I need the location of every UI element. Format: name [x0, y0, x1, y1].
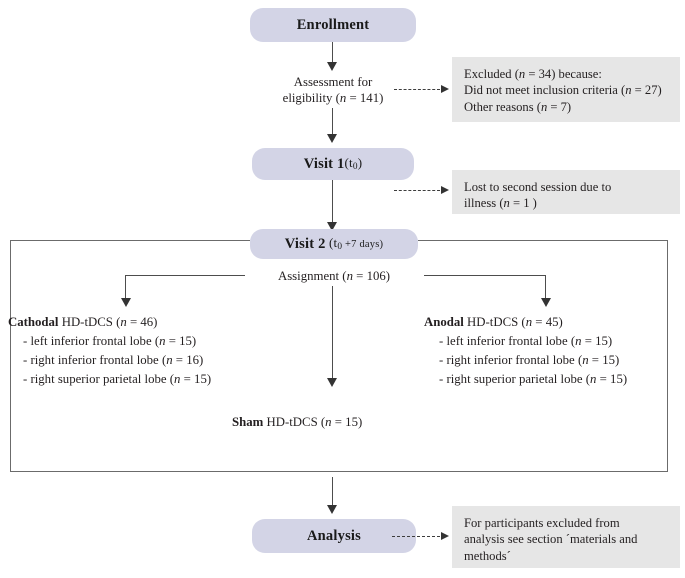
excluded-line-3: Other reasons (n = 7) — [464, 99, 572, 114]
anodal-item-1: - left inferior frontal lobe (n = 15) — [439, 333, 613, 348]
cathodal-item-2: - right inferior frontal lobe (n = 16) — [23, 352, 204, 367]
excluded-line-1: Excluded (n = 34) because: — [464, 67, 602, 81]
bracket-top-right — [418, 240, 668, 242]
assessment-line-1: Assessment for — [293, 75, 373, 89]
italic-n: n — [346, 269, 353, 283]
excluded-note-box: Excluded (n = 34) because: Did not meet … — [452, 57, 680, 122]
analysis-note-line-1: For participants excluded from — [464, 516, 620, 530]
cathodal-group: Cathodal HD-tDCS (n = 46) - left inferio… — [8, 313, 211, 389]
analysis-box: Analysis — [252, 519, 416, 553]
connector-enrollment-assessment — [332, 42, 334, 64]
analysis-note-line-3: methods´ — [464, 548, 511, 563]
lost-note-box: Lost to second session due to illness (n… — [452, 170, 680, 214]
connector-assessment-visit1 — [332, 108, 334, 136]
visit2-box: Visit 2 (t0 +7 days) — [250, 229, 418, 259]
arrowhead-anodal — [540, 298, 551, 307]
dashed-connector-analysis-note — [392, 536, 440, 537]
cathodal-item-3: - right superior parietal lobe (n = 15) — [23, 371, 212, 386]
analysis-note-box: For participants excluded from analysis … — [452, 506, 680, 568]
assignment-branch-left-hline — [125, 275, 245, 277]
assignment-branch-right-hline — [424, 275, 546, 277]
assessment-line-2: eligibility (n = 141) — [282, 91, 384, 106]
arrowhead-enrollment-assessment — [327, 62, 337, 71]
visit1-box: Visit 1(t0) — [252, 148, 414, 180]
arrowhead-sham — [327, 378, 337, 387]
anodal-item-2: - right inferior frontal lobe (n = 15) — [439, 352, 620, 367]
arrowhead-cathodal — [120, 298, 131, 307]
cathodal-heading: Cathodal HD-tDCS (n = 46) — [8, 315, 158, 329]
assignment-branch-left-vline — [125, 275, 127, 301]
bracket-right-vertical — [667, 240, 669, 472]
enrollment-label: Enrollment — [296, 16, 370, 33]
anodal-heading: Anodal HD-tDCS (n = 45) — [424, 315, 563, 329]
arrowhead-assessment-visit1 — [327, 134, 337, 143]
excluded-line-2: Did not meet inclusion criteria (n = 27) — [464, 83, 662, 98]
assignment-branch-center-vline — [332, 286, 334, 381]
cathodal-item-1: - left inferior frontal lobe (n = 15) — [23, 333, 197, 348]
arrowhead-excluded — [441, 85, 449, 93]
analysis-label: Analysis — [307, 527, 361, 544]
arrowhead-visit1-visit2 — [327, 222, 337, 231]
anodal-group: Anodal HD-tDCS (n = 45) - left inferior … — [424, 313, 627, 389]
visit2-label: Visit 2 — [284, 235, 326, 252]
bracket-left-vertical — [10, 240, 12, 472]
bracket-top-left — [10, 240, 250, 242]
analysis-note-line-2: analysis see section ´materials and — [464, 532, 638, 547]
arrowhead-analysis-note — [441, 532, 449, 540]
assignment-branch-right-vline — [545, 275, 547, 301]
visit2-timepoint: (t0 +7 days) — [329, 234, 384, 252]
connector-bracket-analysis — [332, 477, 334, 509]
lost-line-2: illness (n = 1 ) — [464, 196, 537, 211]
lost-line-1: Lost to second session due to — [464, 180, 612, 194]
bracket-bottom — [10, 471, 668, 473]
enrollment-box: Enrollment — [250, 8, 416, 42]
visit1-timepoint: (t0) — [344, 154, 363, 172]
arrowhead-lost — [441, 186, 449, 194]
connector-visit1-visit2-upper — [332, 180, 334, 228]
assessment-label: Assessment for eligibility (n = 141) — [252, 74, 414, 107]
sham-heading: Sham HD-tDCS (n = 15) — [232, 415, 363, 429]
assignment-label: Assignment (n = 106) — [277, 269, 391, 283]
sham-group: Sham HD-tDCS (n = 15) — [232, 413, 362, 432]
dashed-connector-excluded — [394, 89, 440, 90]
arrowhead-analysis — [327, 505, 337, 514]
dashed-connector-lost — [394, 190, 440, 191]
anodal-item-3: - right superior parietal lobe (n = 15) — [439, 371, 628, 386]
visit1-label: Visit 1 — [303, 155, 345, 172]
